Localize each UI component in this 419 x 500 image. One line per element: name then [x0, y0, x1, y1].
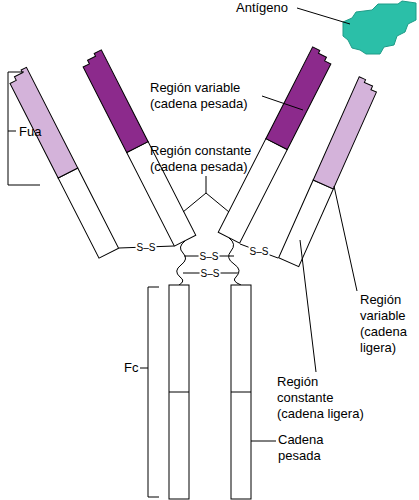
- fragment-label: Fc: [124, 360, 144, 376]
- disulfide-label: S–S: [136, 242, 157, 253]
- variable-region-heavy: [266, 47, 334, 150]
- antigen-shape: [343, 1, 416, 54]
- leader-line: [251, 441, 276, 442]
- heavy-chain-stem: [231, 285, 251, 499]
- chain-label: Cadena pesada: [278, 432, 338, 464]
- disulfide-bond: [240, 244, 278, 258]
- leader-line: [300, 240, 316, 372]
- variable-region-light: [313, 77, 379, 189]
- disulfide-label: S–S: [200, 268, 221, 279]
- constant-region-light: [58, 168, 118, 258]
- bracket-tick: [140, 368, 148, 369]
- region-label: Región variable (cadena pesada): [150, 80, 262, 112]
- hinge-line: [177, 241, 186, 285]
- leader-line: [183, 176, 229, 212]
- disulfide-label: S–S: [199, 251, 220, 262]
- leader-line: [334, 186, 357, 291]
- leader-line: [262, 96, 303, 110]
- leader-line: [297, 8, 350, 24]
- domain-divider: [231, 392, 251, 393]
- variable-region-light: [7, 67, 78, 178]
- fragment-label: Fua: [19, 124, 59, 140]
- heavy-chain-stem: [169, 285, 189, 499]
- variable-region-heavy: [80, 50, 148, 153]
- constant-region-light: [279, 180, 334, 267]
- region-label: Región constante (cadena pesada): [150, 143, 262, 175]
- bracket-tick: [8, 131, 16, 132]
- region-label: Región variable (cadena ligera): [360, 292, 418, 356]
- domain-divider: [169, 392, 189, 393]
- part-label: Antígeno: [236, 0, 316, 16]
- fc-bracket: [148, 287, 159, 497]
- light-chain-right: [279, 77, 380, 267]
- disulfide-label: S–S: [249, 246, 270, 257]
- hinge-line: [229, 238, 241, 285]
- region-label: Región constante (cadena ligera): [277, 374, 373, 422]
